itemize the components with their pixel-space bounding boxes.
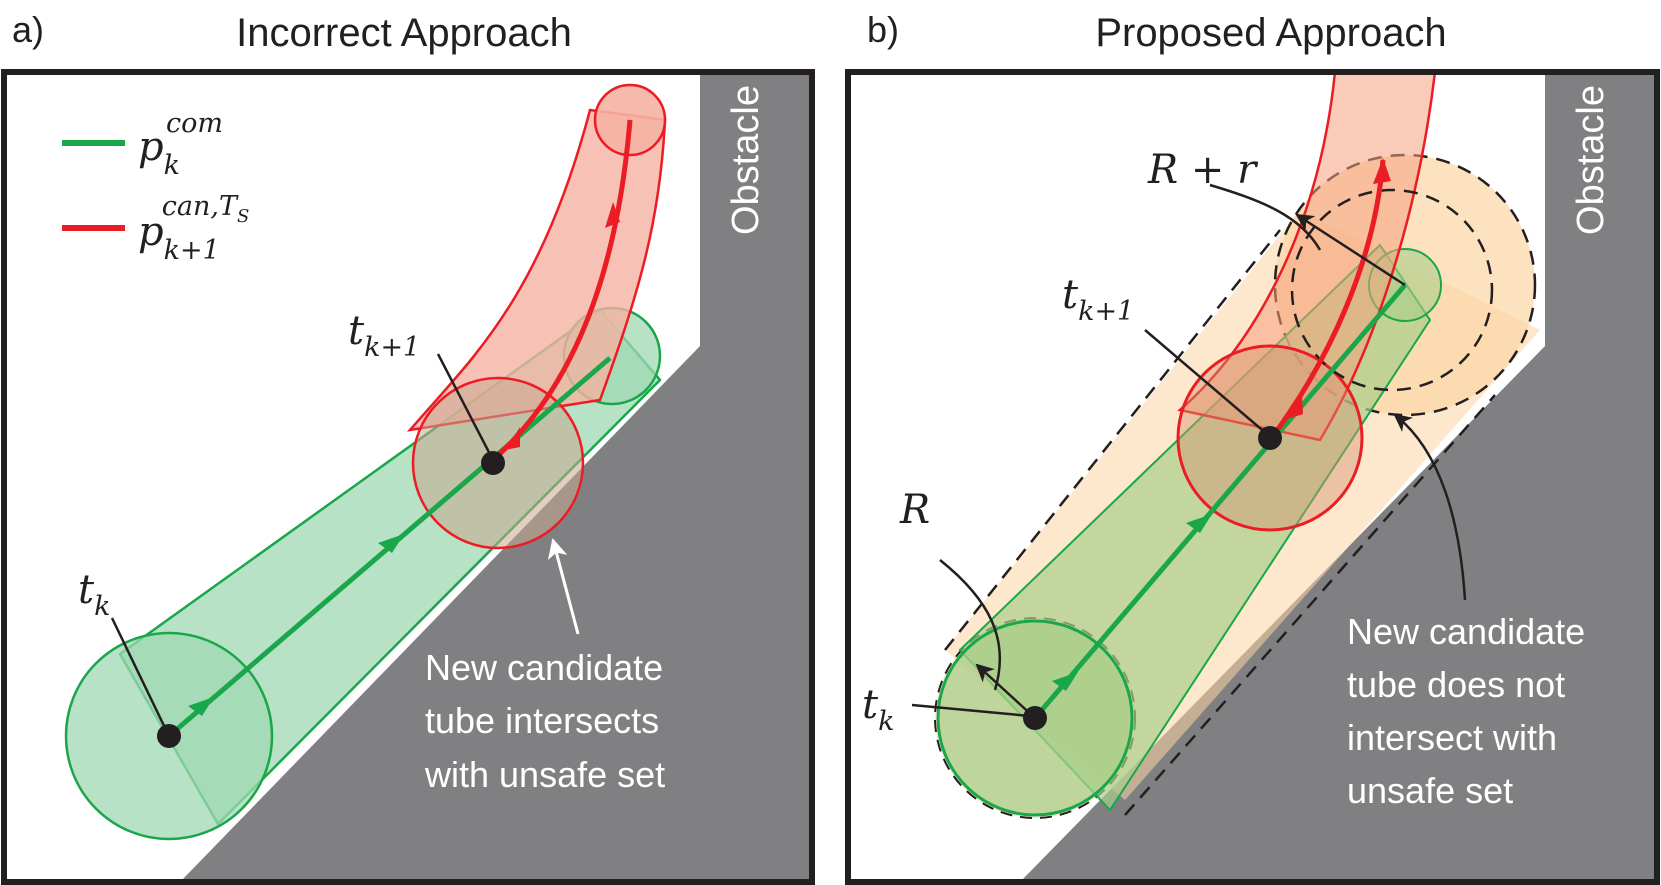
green-arrow-head <box>378 534 404 553</box>
t-k1-leader <box>436 353 495 461</box>
panel-b-letter: b) <box>867 9 899 50</box>
green-arrow-head <box>188 697 214 716</box>
end-ball-outline <box>1290 188 1494 392</box>
r-plus-r-label: R + r <box>1147 147 1259 193</box>
panel-a: a) Incorrect Approach Obstacle <box>1 9 815 885</box>
intersection-arrow <box>547 538 580 635</box>
panel-a-caption-line-2: tube intersects <box>425 700 659 741</box>
t-k1-leader <box>1144 329 1269 436</box>
t-k-leader <box>110 617 169 733</box>
t-k-leader <box>911 703 1031 718</box>
t-k-label: tk <box>78 567 110 622</box>
panel-b-caption-line-4: unsafe set <box>1347 770 1513 811</box>
panel-b-caption-line-3: intersect with <box>1347 717 1557 758</box>
t-k1-point <box>481 451 505 475</box>
t-k-point <box>157 724 181 748</box>
t-k1-label: tk+1 <box>1062 272 1134 327</box>
panel-a-caption-line-3: with unsafe set <box>424 754 665 795</box>
panel-b-caption-line-1: New candidate <box>1347 611 1585 652</box>
panel-a-letter: a) <box>12 9 44 50</box>
gap-arrow <box>1393 413 1467 601</box>
green-arrow-head <box>1186 514 1212 533</box>
panel-a-title: Incorrect Approach <box>236 11 572 55</box>
t-k-point <box>1023 706 1047 730</box>
red-arrow-head <box>505 427 520 450</box>
r-arrow <box>975 663 1036 719</box>
legend-can-label: pk+1can,TS <box>138 191 249 266</box>
r-label: R <box>899 487 930 533</box>
r-plus-r-leader <box>1209 183 1322 251</box>
legend-com-label: pkcom <box>138 108 223 181</box>
t-k1-point <box>1258 426 1282 450</box>
t-k1-label: tk+1 <box>348 308 420 363</box>
r-leader <box>939 559 1002 691</box>
obstacle-label: Obstacle <box>725 85 767 235</box>
panel-a-frame <box>1 69 815 885</box>
obstacle-region <box>180 72 812 882</box>
green-trajectory <box>1033 283 1407 720</box>
red-arrow-head <box>1373 158 1391 184</box>
panel-b-title: Proposed Approach <box>1095 11 1446 55</box>
red-arrow-head <box>1287 396 1303 419</box>
red-arrow-head <box>605 202 620 228</box>
panel-b: b) Proposed Approach Obstacle <box>845 9 1660 885</box>
r-plus-r-arrow <box>1295 213 1406 287</box>
obstacle-label: Obstacle <box>1570 85 1612 235</box>
t-k-label: tk <box>862 682 894 737</box>
panel-a-caption-line-1: New candidate <box>425 647 663 688</box>
panel-b-caption-line-2: tube does not <box>1347 664 1565 705</box>
panel-b-frame <box>845 69 1660 885</box>
green-arrow-head <box>1052 672 1078 691</box>
legend: pkcom pk+1can,TS <box>62 108 249 266</box>
obstacle-region <box>1020 72 1657 882</box>
red-trajectory <box>1267 159 1386 442</box>
